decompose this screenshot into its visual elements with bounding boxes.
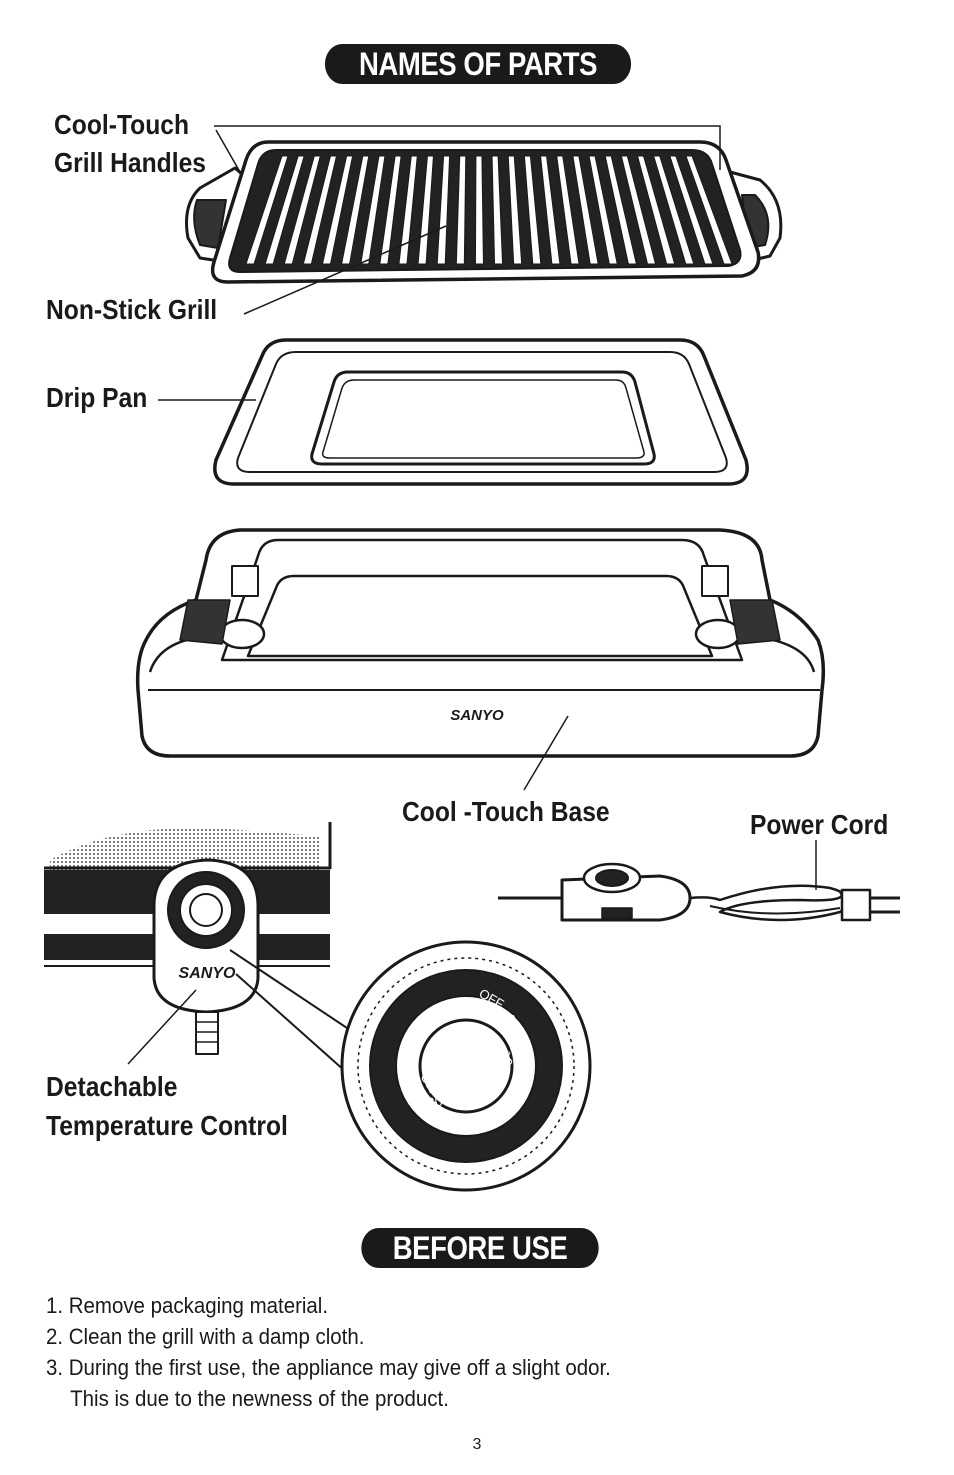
grill-rib (604, 155, 637, 265)
label-grill-handles-line2: Grill Handles (54, 147, 206, 178)
grill-rib (283, 155, 321, 265)
names-of-parts-heading: NAMES OF PARTS (324, 44, 632, 84)
label-temp-control-line2: Temperature Control (46, 1110, 288, 1141)
drip-pan-drawing (213, 338, 749, 486)
grill-rib (379, 155, 402, 265)
step-item: 3. During the first use, the appliance m… (46, 1355, 611, 1380)
grill-rib (264, 155, 305, 265)
grill-rib (669, 155, 714, 265)
label-non-stick-grill: Non-Stick Grill (46, 294, 218, 325)
page-number: 3 (472, 1436, 482, 1453)
grill-rib (653, 155, 695, 265)
grill-rib (321, 155, 354, 265)
power-cord-drawing (498, 862, 900, 922)
dial-temp-200: 200° (426, 1090, 457, 1111)
grill-rib (341, 155, 370, 265)
grill-rib (491, 155, 504, 265)
label-power-cord: Power Cord (750, 809, 889, 840)
before-use-steps: 1. Remove packaging material. 2. Clean t… (46, 1290, 611, 1414)
grill-rib (474, 155, 484, 265)
grill-rib (507, 155, 523, 265)
grill-rib (398, 155, 418, 265)
grill-rib (360, 155, 386, 265)
grill-rib (540, 155, 561, 265)
grill-rib (523, 155, 542, 265)
step-item-continuation: This is due to the newness of the produc… (70, 1386, 449, 1411)
grill-rib (572, 155, 599, 265)
grill-rib (588, 155, 618, 265)
non-stick-grill-drawing (185, 140, 783, 284)
label-cool-touch-base: Cool -Touch Base (402, 796, 610, 827)
cool-touch-base-drawing: SANYO (135, 528, 826, 758)
step-item: 1. Remove packaging material. (46, 1293, 329, 1318)
before-use-heading: BEFORE USE (361, 1228, 599, 1268)
leader-lines (127, 125, 817, 1065)
grill-rib (436, 155, 451, 265)
dial-magnified-drawing: ON OFF 200° 250° 300° 425° (340, 940, 592, 1192)
grill-rib (556, 155, 580, 265)
label-grill-handles-line1: Cool-Touch (54, 109, 190, 140)
grill-rib (637, 155, 676, 265)
grill-rib (685, 155, 733, 265)
grill-rib (620, 155, 657, 265)
label-drip-pan: Drip Pan (46, 382, 148, 413)
control-brand-logo: SANYO (179, 965, 236, 982)
label-temp-control-line1: Detachable (46, 1071, 178, 1102)
grill-rib (302, 155, 337, 265)
base-brand-logo: SANYO (450, 707, 504, 724)
temperature-control-drawing: SANYO (44, 822, 401, 1121)
dial-temp-425: 425° (503, 1013, 524, 1044)
grill-rib (455, 155, 467, 265)
grill-rib (245, 155, 289, 265)
step-item: 2. Clean the grill with a damp cloth. (46, 1324, 365, 1349)
